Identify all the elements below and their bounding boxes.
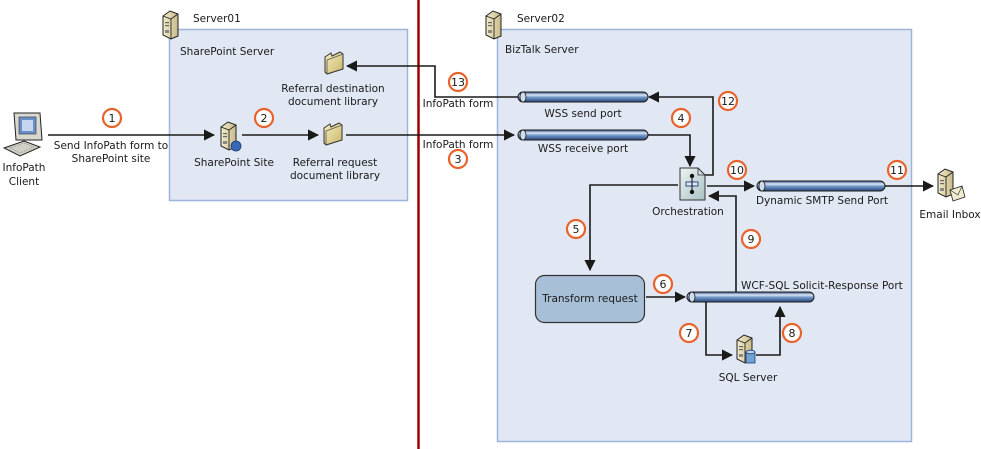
transform-request-label: Transform request — [541, 293, 637, 305]
referral-request-label-2: document library — [290, 170, 380, 182]
referral-destination-library: Referral destination document library — [281, 51, 385, 108]
server01-title: SharePoint Server — [180, 46, 275, 58]
connector-wss-send-to-destination-lib — [345, 60, 518, 98]
server01-host-icon — [162, 10, 179, 40]
wss-send-port: WSS send port — [517, 91, 649, 120]
svg-text:3: 3 — [455, 153, 462, 166]
referral-request-label-1: Referral request — [293, 157, 378, 169]
server01-zone — [168, 28, 409, 202]
step-13: 13 — [447, 71, 469, 93]
connector-wcf-to-orchestration — [707, 190, 737, 297]
step-7: 7 — [678, 322, 700, 344]
connectors — [48, 60, 935, 361]
svg-text:10: 10 — [730, 164, 744, 177]
transform-request: Transform request — [534, 274, 646, 324]
infopath-form-out-label: InfoPath form — [423, 98, 494, 110]
svg-text:5: 5 — [573, 223, 580, 236]
step-4: 4 — [670, 107, 692, 129]
wcf-sql-port: WCF-SQL Solicit-Response Port — [686, 280, 903, 303]
server01-host-label: Server01 — [193, 13, 241, 25]
server02-zone — [496, 28, 913, 443]
svg-text:13: 13 — [451, 76, 465, 89]
port-pipe-icon — [686, 291, 815, 303]
referral-request-library: Referral request document library — [290, 122, 380, 182]
step-2: 2 — [253, 107, 275, 129]
send-form-label-1: Send InfoPath form to — [54, 140, 168, 152]
send-form-label-2: SharePoint site — [72, 153, 151, 165]
referral-destination-label-2: document library — [288, 96, 378, 108]
wss-send-port-label: WSS send port — [544, 108, 621, 120]
wcf-sql-port-label: WCF-SQL Solicit-Response Port — [741, 280, 903, 292]
infopath-client-label-1: InfoPath — [3, 162, 46, 174]
port-pipe-icon — [756, 180, 886, 192]
infopath-form-in-label: InfoPath form — [423, 139, 494, 151]
step-1: 1 — [101, 107, 123, 129]
step-6: 6 — [652, 273, 674, 295]
sharepoint-site-label: SharePoint Site — [194, 157, 274, 169]
server02-title: BizTalk Server — [505, 44, 579, 56]
connector-wss-receive-to-orchestration — [646, 134, 696, 168]
server02-host-icon — [485, 10, 502, 40]
referral-destination-label-1: Referral destination — [281, 83, 384, 95]
dynamic-smtp-port: Dynamic SMTP Send Port — [756, 180, 888, 207]
sql-server: SQL Server — [719, 334, 778, 384]
connector-wcf-to-sql — [705, 302, 734, 361]
email-inbox: Email Inbox — [919, 168, 981, 221]
wss-receive-port-label: WSS receive port — [538, 143, 628, 155]
server02-host-label: Server02 — [517, 13, 565, 25]
port-pipe-icon — [517, 129, 649, 141]
step-12: 12 — [717, 90, 739, 112]
svg-text:8: 8 — [789, 327, 796, 340]
connector-orchestration-to-transform — [584, 184, 678, 272]
svg-text:6: 6 — [660, 278, 667, 291]
port-pipe-icon — [517, 91, 649, 103]
connector-orchestration-to-wss-send — [647, 91, 714, 176]
svg-text:4: 4 — [678, 112, 685, 125]
dynamic-smtp-port-label: Dynamic SMTP Send Port — [756, 195, 888, 207]
svg-text:2: 2 — [261, 112, 268, 125]
svg-text:9: 9 — [748, 233, 755, 246]
orchestration-label: Orchestration — [652, 206, 724, 218]
step-3: 3 — [447, 148, 469, 170]
connector-sql-to-wcf — [756, 305, 786, 356]
step-8: 8 — [781, 322, 803, 344]
infopath-client: InfoPath Client — [2, 112, 46, 188]
step-10: 10 — [726, 159, 748, 181]
step-9: 9 — [740, 228, 762, 250]
sql-server-label: SQL Server — [719, 372, 778, 384]
sharepoint-site: SharePoint Site — [194, 121, 274, 169]
wss-receive-port: WSS receive port — [517, 129, 649, 155]
svg-text:11: 11 — [890, 164, 904, 177]
orchestration: Orchestration — [652, 167, 724, 218]
computer-icon — [2, 112, 43, 157]
infopath-client-label-2: Client — [9, 176, 39, 188]
step-11: 11 — [886, 159, 908, 181]
svg-text:1: 1 — [109, 112, 116, 125]
email-inbox-label: Email Inbox — [919, 209, 980, 221]
svg-text:12: 12 — [721, 95, 735, 108]
step-5: 5 — [565, 218, 587, 240]
svg-text:7: 7 — [686, 327, 693, 340]
orchestration-icon — [679, 167, 706, 201]
